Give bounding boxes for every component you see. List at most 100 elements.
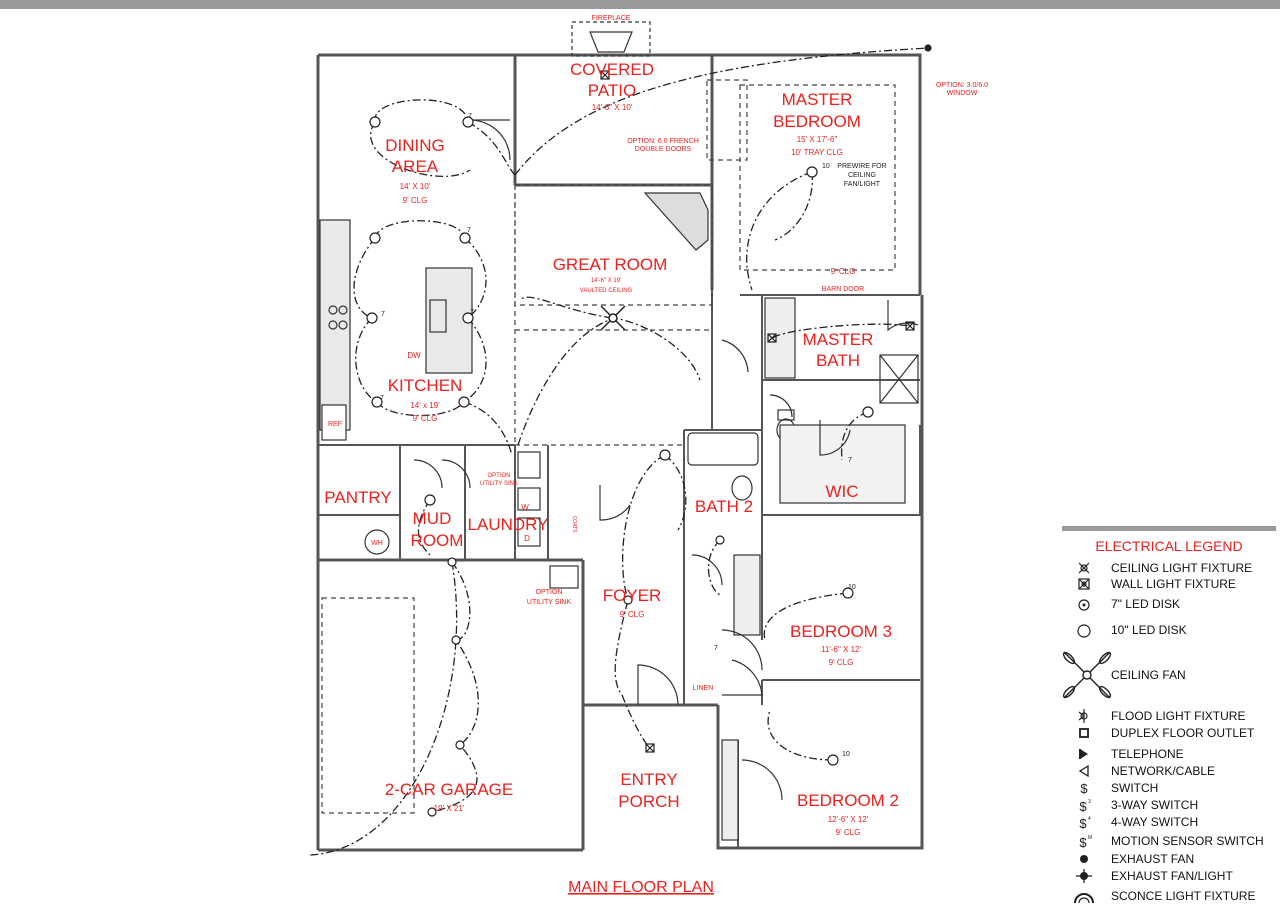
kitchen-label: KITCHEN [388, 376, 463, 395]
prewire-note-1: PREWIRE FOR [837, 163, 886, 170]
great-room-clg: VAULTED CEILING [580, 288, 633, 294]
top-border [0, 0, 1280, 9]
legend-label: 7" LED DISK [1111, 597, 1180, 611]
exhaust-fan-icon [1080, 855, 1088, 863]
water-heater-label: WH [371, 540, 383, 547]
legend-item-switch: $ SWITCH [1062, 780, 1276, 796]
master-bath-label-1: MASTER [803, 330, 874, 349]
window-option-note-2: WINDOW [947, 90, 978, 97]
utility-sink-note-top-1: OPTION [487, 473, 510, 479]
legend-item-exhaust-fan-light: EXHAUST FAN/LIGHT [1062, 868, 1276, 884]
covered-patio-dim: 14'-6" X 10' [592, 103, 633, 112]
fixture-num-7-f: 7 [714, 645, 718, 652]
dining-clg: 9' CLG [403, 196, 428, 205]
utility-sink-note-top-2: UTILITY SINK [480, 481, 518, 487]
svg-text:$: $ [1079, 835, 1087, 849]
three-way-mark: 3 [1088, 799, 1091, 805]
legend-item-4way: $4 4-WAY SWITCH [1062, 814, 1276, 830]
legend-item-duplex-outlet: DUPLEX FLOOR OUTLET [1062, 725, 1276, 741]
covered-patio-label-1: COVERED [570, 60, 654, 79]
sconce-light-icon [1074, 893, 1094, 904]
legend-label: SWITCH [1111, 781, 1159, 795]
legend-top-bar [1062, 526, 1276, 531]
dining-label-2: AREA [392, 157, 439, 176]
foyer-clg: 9' CLG [620, 610, 645, 619]
legend-label: SCONCE LIGHT FIXTURE [1111, 889, 1256, 903]
wic-label: WIC [825, 482, 858, 501]
prewire-note-3: FAN/LIGHT [844, 181, 881, 188]
mud-room-label-1: MUD [413, 509, 452, 528]
legend-label: FLOOD LIGHT FIXTURE [1111, 709, 1246, 723]
legend-title: ELECTRICAL LEGEND [1095, 538, 1243, 554]
prewire-note-2: CEILING [848, 172, 876, 179]
legend-item-led-10: 10" LED DISK [1062, 622, 1276, 638]
legend-label: TELEPHONE [1111, 747, 1184, 761]
dishwasher-label: DW [407, 351, 421, 360]
legend-label: CEILING FAN [1111, 668, 1186, 682]
svg-text:$: $ [1079, 816, 1087, 830]
pantry-label: PANTRY [324, 488, 391, 507]
great-room-dim: 14'-6" X 19' [591, 278, 621, 284]
master-bedroom-clg: 10' TRAY CLG [791, 148, 843, 157]
light-fixtures [366, 116, 874, 817]
fixture-num-7-d: 7 [380, 395, 384, 402]
dashed-lines [321, 79, 896, 814]
electrical-legend: ELECTRICAL LEGEND CEILING LIGHT FIXTURE … [1062, 526, 1276, 918]
legend-item-telephone: TELEPHONE [1062, 746, 1276, 762]
garage-dim: 19' X 21' [434, 804, 465, 813]
legend-label: CEILING LIGHT FIXTURE [1111, 561, 1253, 575]
legend-label: DUPLEX FLOOR OUTLET [1111, 726, 1255, 740]
linen-label: LINEN [693, 685, 714, 692]
legend-label: 10" LED DISK [1111, 623, 1187, 637]
svg-text:$: $ [1079, 799, 1087, 813]
covered-patio-label-2: PATIO [588, 81, 637, 100]
legend-item-flood-light: FLOOD LIGHT FIXTURE [1062, 708, 1276, 724]
french-doors-note-1: OPTION: 6.0 FRENCH [627, 138, 699, 145]
master-bedroom-label-2: BEDROOM [773, 112, 861, 131]
washer-label: W [521, 503, 529, 512]
duplex-outlet-icon [1079, 728, 1089, 738]
floor-plan: 7 7 7 7 7 10 10 10 7 7 FIREPLACE COVERED… [309, 15, 988, 896]
legend-label: MOTION SENSOR SWITCH [1111, 834, 1264, 848]
motion-switch-icon: $M [1079, 835, 1092, 849]
led-disk-7-icon [1078, 599, 1090, 611]
legend-label: WALL LIGHT FIXTURE [1111, 577, 1236, 591]
master-bedroom-dim: 15' X 17'-6" [797, 135, 838, 144]
bedroom2-label: BEDROOM 2 [797, 791, 899, 810]
fixture-num-7-b: 7 [381, 311, 385, 318]
legend-label: NETWORK/CABLE [1111, 764, 1216, 778]
fireplace-label: FIREPLACE [592, 15, 631, 22]
ceiling-light-icon [1078, 562, 1090, 574]
garage-label: 2-CAR GARAGE [385, 780, 513, 799]
legend-item-network: NETWORK/CABLE [1062, 763, 1276, 779]
bedroom3-label: BEDROOM 3 [790, 622, 892, 641]
bedroom3-dim: 11'-6" X 12' [821, 645, 861, 654]
french-doors-note-2: DOUBLE DOORS [635, 146, 692, 153]
flood-light-icon [1078, 709, 1088, 723]
fixture-num-7-a: 7 [467, 227, 471, 234]
master-bedroom-clg-9: 9' CLG [831, 267, 856, 276]
exhaust-fan-light-icon [1076, 869, 1092, 883]
legend-label: 4-WAY SWITCH [1111, 815, 1199, 829]
fixture-num-10-c: 10 [842, 751, 850, 758]
legend-item-motion: $M MOTION SENSOR SWITCH [1062, 833, 1276, 849]
utility-sink-note-1: OPTION [536, 589, 563, 596]
fixture-num-7-c: 7 [470, 309, 474, 316]
barn-door-label: BARN DOOR [822, 286, 864, 293]
legend-item-ceiling-fan: CEILING FAN [1062, 650, 1276, 700]
legend-label: EXHAUST FAN [1111, 852, 1195, 866]
kitchen-dim: 14' x 19' [410, 401, 440, 410]
legend-item-led-7: 7" LED DISK [1062, 596, 1276, 612]
door-swings [413, 119, 919, 801]
window-option-note-1: OPTION: 3.0/6.0 [936, 82, 988, 89]
mud-room-label-2: ROOM [411, 531, 464, 550]
ceiling-fan-symbol [600, 305, 626, 331]
four-way-switch-icon: $4 [1079, 816, 1091, 830]
entry-porch-label-1: ENTRY [620, 770, 677, 789]
legend-item-3way: $3 3-WAY SWITCH [1062, 797, 1276, 813]
legend-label: 3-WAY SWITCH [1111, 798, 1199, 812]
motion-mark: M [1088, 835, 1092, 841]
plan-title: MAIN FLOOR PLAN [568, 879, 714, 896]
three-way-switch-icon: $3 [1079, 799, 1091, 813]
bedroom3-clg: 9' CLG [829, 658, 854, 667]
